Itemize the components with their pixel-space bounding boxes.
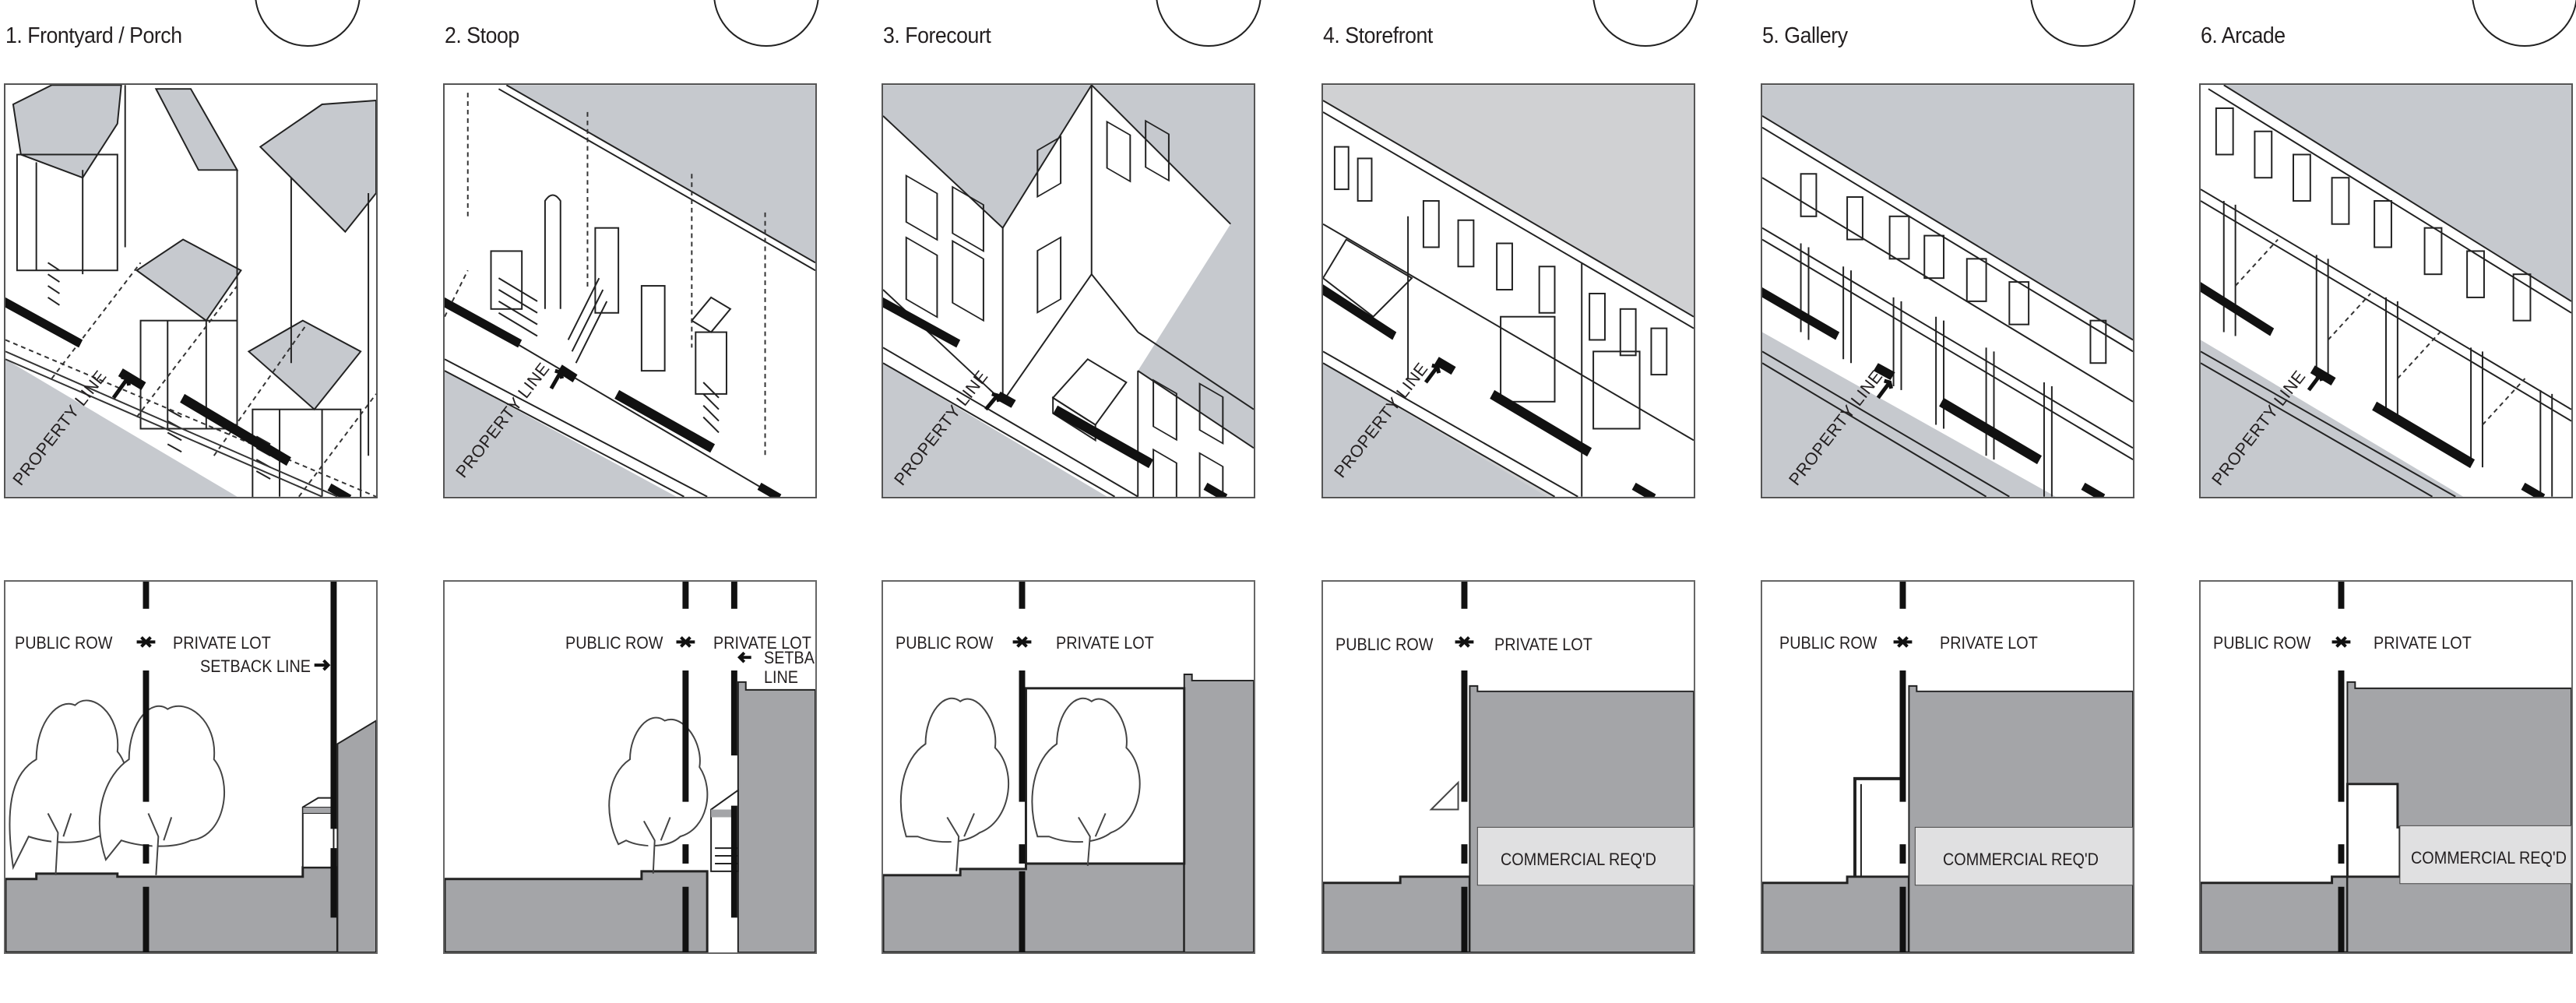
frontage-column-stoop: 2. Stoop: [443, 0, 819, 1003]
public-row-label: PUBLIC ROW: [15, 633, 113, 653]
perspective-drawing: PROPERTY LINE: [445, 85, 815, 497]
perspective-drawing: PROPERTY LINE: [1323, 85, 1694, 497]
arrow-icon: [737, 651, 751, 663]
private-lot-label: PRIVATE LOT: [173, 633, 271, 653]
perspective-sketch: PROPERTY LINE: [443, 83, 817, 498]
tree-icon: [899, 697, 1010, 871]
key-circle-icon: [1592, 0, 1698, 47]
commercial-required-label: COMMERCIAL REQ'D: [1501, 850, 1656, 869]
section-diagram: PUBLIC ROW PRIVATE LOT SETBACK LINE: [4, 580, 378, 954]
panel-title: 2. Stoop: [445, 23, 519, 48]
section-drawing: [445, 582, 815, 952]
frontage-column-storefront: 4. Storefront: [1321, 0, 1698, 1003]
property-line-bar: [180, 393, 291, 466]
public-row-label: PUBLIC ROW: [1779, 633, 1877, 653]
arrow-icon: [549, 368, 565, 390]
section-drawing: [1762, 582, 2133, 952]
key-circle-icon: [2472, 0, 2576, 47]
private-lot-label: PRIVATE LOT: [2374, 633, 2472, 653]
converging-arrows-icon: [1893, 635, 1913, 648]
roof: [259, 100, 376, 234]
converging-arrows-icon: [136, 635, 156, 648]
commercial-required-label: COMMERCIAL REQ'D: [1943, 850, 2099, 869]
converging-arrows-icon: [2331, 635, 2351, 648]
public-row-label: PUBLIC ROW: [565, 633, 663, 653]
commercial-required-label: COMMERCIAL REQ'D: [2411, 848, 2567, 868]
section-diagram: PUBLIC ROW PRIVATE LOT COMMERCIAL REQ'D: [1761, 580, 2134, 954]
converging-arrows-icon: [1012, 635, 1032, 648]
frontage-column-arcade: 6. Arcade: [2199, 0, 2576, 1003]
setback-line-label-line2: LINE: [764, 667, 799, 687]
section-diagram: PUBLIC ROW PRIVATE LOT COMMERCIAL REQ'D: [2199, 580, 2573, 954]
frontage-column-frontyard-porch: 1. Frontyard / Porch: [4, 0, 379, 1003]
property-line-bar: [327, 483, 352, 497]
tree-icon: [608, 716, 709, 874]
arrow-icon: [1876, 378, 1894, 399]
perspective-drawing: PROPERTY LINE: [1762, 85, 2133, 497]
converging-arrows-icon: [1455, 635, 1474, 648]
public-row-label: PUBLIC ROW: [896, 633, 994, 653]
roof: [247, 319, 362, 411]
perspective-drawing: PROPERTY LINE: [2201, 85, 2571, 497]
arrow-icon: [1423, 363, 1441, 384]
private-lot-label: PRIVATE LOT: [1056, 633, 1154, 653]
public-row-label: PUBLIC ROW: [2213, 633, 2311, 653]
panel-title: 3. Forecourt: [883, 23, 991, 48]
panel-title: 4. Storefront: [1323, 23, 1433, 48]
public-row-label: PUBLIC ROW: [1336, 635, 1434, 654]
converging-arrows-icon: [676, 635, 695, 648]
property-line-bar: [118, 368, 146, 390]
key-circle-icon: [1156, 0, 1262, 47]
key-circle-icon: [713, 0, 819, 47]
section-diagram: PUBLIC ROW PRIVATE LOT: [882, 580, 1255, 954]
street-area: [5, 359, 238, 497]
tree-icon: [1031, 697, 1141, 867]
key-circle-icon: [2030, 0, 2136, 47]
perspective-sketch: PROPERTY LINE: [4, 83, 378, 498]
perspective-sketch: PROPERTY LINE: [1321, 83, 1695, 498]
panel-title: 6. Arcade: [2201, 23, 2286, 48]
section-drawing: [2201, 582, 2571, 952]
key-circle-icon: [255, 0, 361, 47]
private-lot-label: PRIVATE LOT: [713, 633, 811, 653]
perspective-sketch: PROPERTY LINE: [2199, 83, 2573, 498]
section-diagram: PUBLIC ROW PRIVATE LOT SETBACK LINE: [443, 580, 817, 954]
perspective-sketch: PROPERTY LINE: [1761, 83, 2134, 498]
private-lot-label: PRIVATE LOT: [1494, 635, 1592, 654]
panel-title: 1. Frontyard / Porch: [5, 23, 182, 48]
arrow-icon: [111, 375, 132, 399]
frontage-column-forecourt: 3. Forecourt: [882, 0, 1262, 1003]
arrow-icon: [314, 659, 331, 671]
frontage-column-gallery: 5. Gallery: [1761, 0, 2136, 1003]
perspective-sketch: PROPERTY LINE: [882, 83, 1255, 498]
arrow-icon: [984, 392, 1001, 411]
arrow-icon: [2307, 371, 2324, 392]
roof: [135, 238, 242, 322]
section-drawing: [883, 582, 1254, 952]
tree-icon: [99, 705, 225, 875]
private-lot-label: PRIVATE LOT: [1940, 633, 2038, 653]
setback-line-label: SETBACK LINE: [200, 656, 311, 676]
section-drawing: [1323, 582, 1694, 952]
section-diagram: PUBLIC ROW PRIVATE LOT COMMERCIAL REQ'D: [1321, 580, 1695, 954]
panel-title: 5. Gallery: [1762, 23, 1848, 48]
perspective-drawing: PROPERTY LINE: [883, 85, 1254, 497]
perspective-drawing: PROPERTY LINE: [5, 85, 376, 497]
setback-line-label-line1: SETBACK: [764, 648, 815, 667]
section-drawing: [5, 582, 376, 952]
property-line-bar: [5, 297, 83, 348]
